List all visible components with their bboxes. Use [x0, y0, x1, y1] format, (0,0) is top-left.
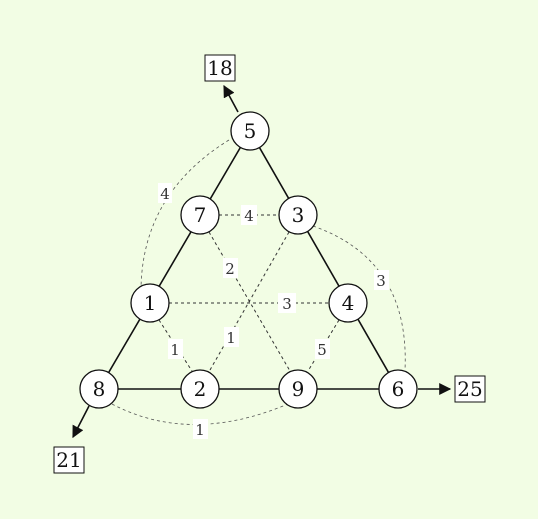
node-top: 5 — [230, 111, 270, 151]
label-seg-4-9: 5 — [315, 339, 330, 359]
node-left-upper-value: 7 — [194, 203, 207, 227]
dash-4-9 — [307, 319, 340, 372]
label-seg-7-9-text: 2 — [225, 260, 235, 278]
edge-left — [98, 130, 251, 390]
node-left-upper: 7 — [180, 195, 220, 235]
sum-right-value: 25 — [457, 377, 482, 401]
label-arc-right: 3 — [374, 270, 389, 290]
node-bottom-inner-right-value: 9 — [292, 377, 305, 401]
label-seg-3-2: 1 — [224, 327, 239, 347]
label-seg-7-3-text: 4 — [244, 207, 254, 225]
label-seg-1-2: 1 — [168, 339, 183, 359]
node-bottom-right: 6 — [378, 369, 418, 409]
label-seg-3-2-text: 1 — [226, 329, 236, 347]
label-seg-4-9-text: 5 — [317, 341, 327, 359]
node-bottom-left-value: 8 — [93, 377, 106, 401]
node-left-mid: 1 — [130, 283, 170, 323]
node-bottom-inner-left-value: 2 — [194, 377, 207, 401]
sum-bottom-left-value: 21 — [56, 448, 81, 472]
label-arc-bottom-text: 1 — [195, 421, 205, 439]
label-seg-7-9: 2 — [223, 258, 238, 278]
label-arc-left: 4 — [158, 183, 172, 203]
sum-right-box: 25 — [454, 375, 486, 403]
edge-right — [249, 130, 399, 390]
label-seg-1-4: 3 — [278, 293, 296, 313]
arrow-up — [223, 84, 239, 113]
sum-bottom-left-box: 21 — [53, 446, 85, 474]
node-right-mid-value: 4 — [342, 291, 355, 315]
node-right-mid: 4 — [328, 283, 368, 323]
node-bottom-left: 8 — [79, 369, 119, 409]
label-seg-7-3: 4 — [241, 205, 257, 225]
arc-left — [140, 139, 230, 295]
node-right-upper-value: 3 — [292, 203, 305, 227]
sum-top-value: 18 — [207, 56, 232, 80]
label-arc-bottom: 1 — [193, 419, 208, 439]
node-left-mid-value: 1 — [144, 291, 157, 315]
arrow-down-left — [72, 405, 90, 439]
node-bottom-right-value: 6 — [392, 377, 405, 401]
node-bottom-inner-right: 9 — [278, 369, 318, 409]
dash-3-2 — [209, 231, 290, 371]
label-seg-1-4-text: 3 — [282, 295, 292, 313]
sum-top-box: 18 — [204, 54, 236, 82]
label-seg-1-2-text: 1 — [170, 341, 180, 359]
node-right-upper: 3 — [278, 195, 318, 235]
label-arc-left-text: 4 — [160, 185, 170, 203]
label-arc-right-text: 3 — [376, 272, 386, 290]
node-bottom-inner-left: 2 — [180, 369, 220, 409]
node-top-value: 5 — [244, 119, 257, 143]
